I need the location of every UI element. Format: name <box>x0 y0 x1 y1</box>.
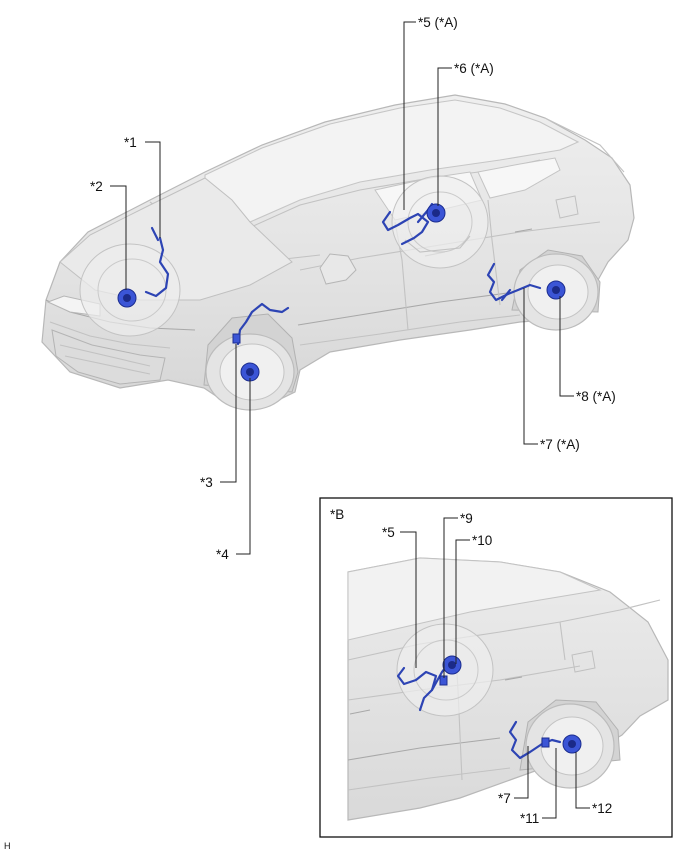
label-5: *5 (*A) <box>418 15 458 30</box>
inset-title: *B <box>330 507 344 522</box>
harness-rear-left <box>486 262 542 302</box>
leader-8 <box>559 296 574 397</box>
inset-leader-10 <box>455 539 470 664</box>
inset-view-b: *B <box>319 497 673 838</box>
leader-3 <box>220 344 237 483</box>
inset-vehicle <box>347 557 669 821</box>
front-grille <box>51 329 166 385</box>
label-7: *7 (*A) <box>540 437 580 452</box>
speed-sensor-front-right <box>117 226 170 308</box>
inset-label-10: *10 <box>472 533 492 548</box>
harness-front-right <box>144 236 170 298</box>
greenhouse <box>204 99 580 243</box>
label-8: *8 (*A) <box>576 389 616 404</box>
label-6: *6 (*A) <box>454 61 494 76</box>
speed-sensor-rear-left <box>486 262 566 302</box>
figure-code: H <box>4 841 11 851</box>
leader-2 <box>110 185 127 290</box>
fuel-lid <box>555 195 579 219</box>
rear-right-tire-ghost <box>391 175 489 269</box>
side-mirror <box>319 253 357 285</box>
inset-leader-11 <box>542 748 557 819</box>
label-2: *2 <box>90 179 103 194</box>
inset-harness-rear-right <box>396 666 438 712</box>
vehicle-illustration <box>41 94 635 411</box>
leader-4 <box>236 378 251 555</box>
leader-5 <box>403 21 416 210</box>
leader-6 <box>437 67 452 206</box>
clamp-front-left <box>232 333 241 344</box>
inset-label-5: *5 <box>382 525 395 540</box>
side-window-rear <box>477 157 561 199</box>
leader-7 <box>523 288 538 445</box>
inset-leader-12 <box>575 752 590 809</box>
harness-rear-right <box>381 210 430 246</box>
inset-label-9: *9 <box>460 511 473 526</box>
inset-clamp-rear-left <box>541 737 550 748</box>
inset-leader-5 <box>400 531 417 668</box>
harness-front-left <box>236 302 290 346</box>
inset-label-12: *12 <box>592 801 612 816</box>
inset-leader-9 <box>443 517 458 678</box>
inset-leader-7 <box>514 746 529 799</box>
inset-label-7: *7 <box>498 791 511 806</box>
label-1: *1 <box>124 135 137 150</box>
speed-sensor-rear-right <box>381 202 446 246</box>
inset-label-11: *11 <box>520 811 539 826</box>
leader-1 <box>145 141 161 238</box>
speed-sensor-front-left <box>232 302 290 382</box>
label-4: *4 <box>216 547 229 562</box>
callouts-main: *1 *2 *3 *4 *5 (*A) *6 (*A) *7 (*A) *8 (… <box>90 15 616 562</box>
label-3: *3 <box>200 475 213 490</box>
